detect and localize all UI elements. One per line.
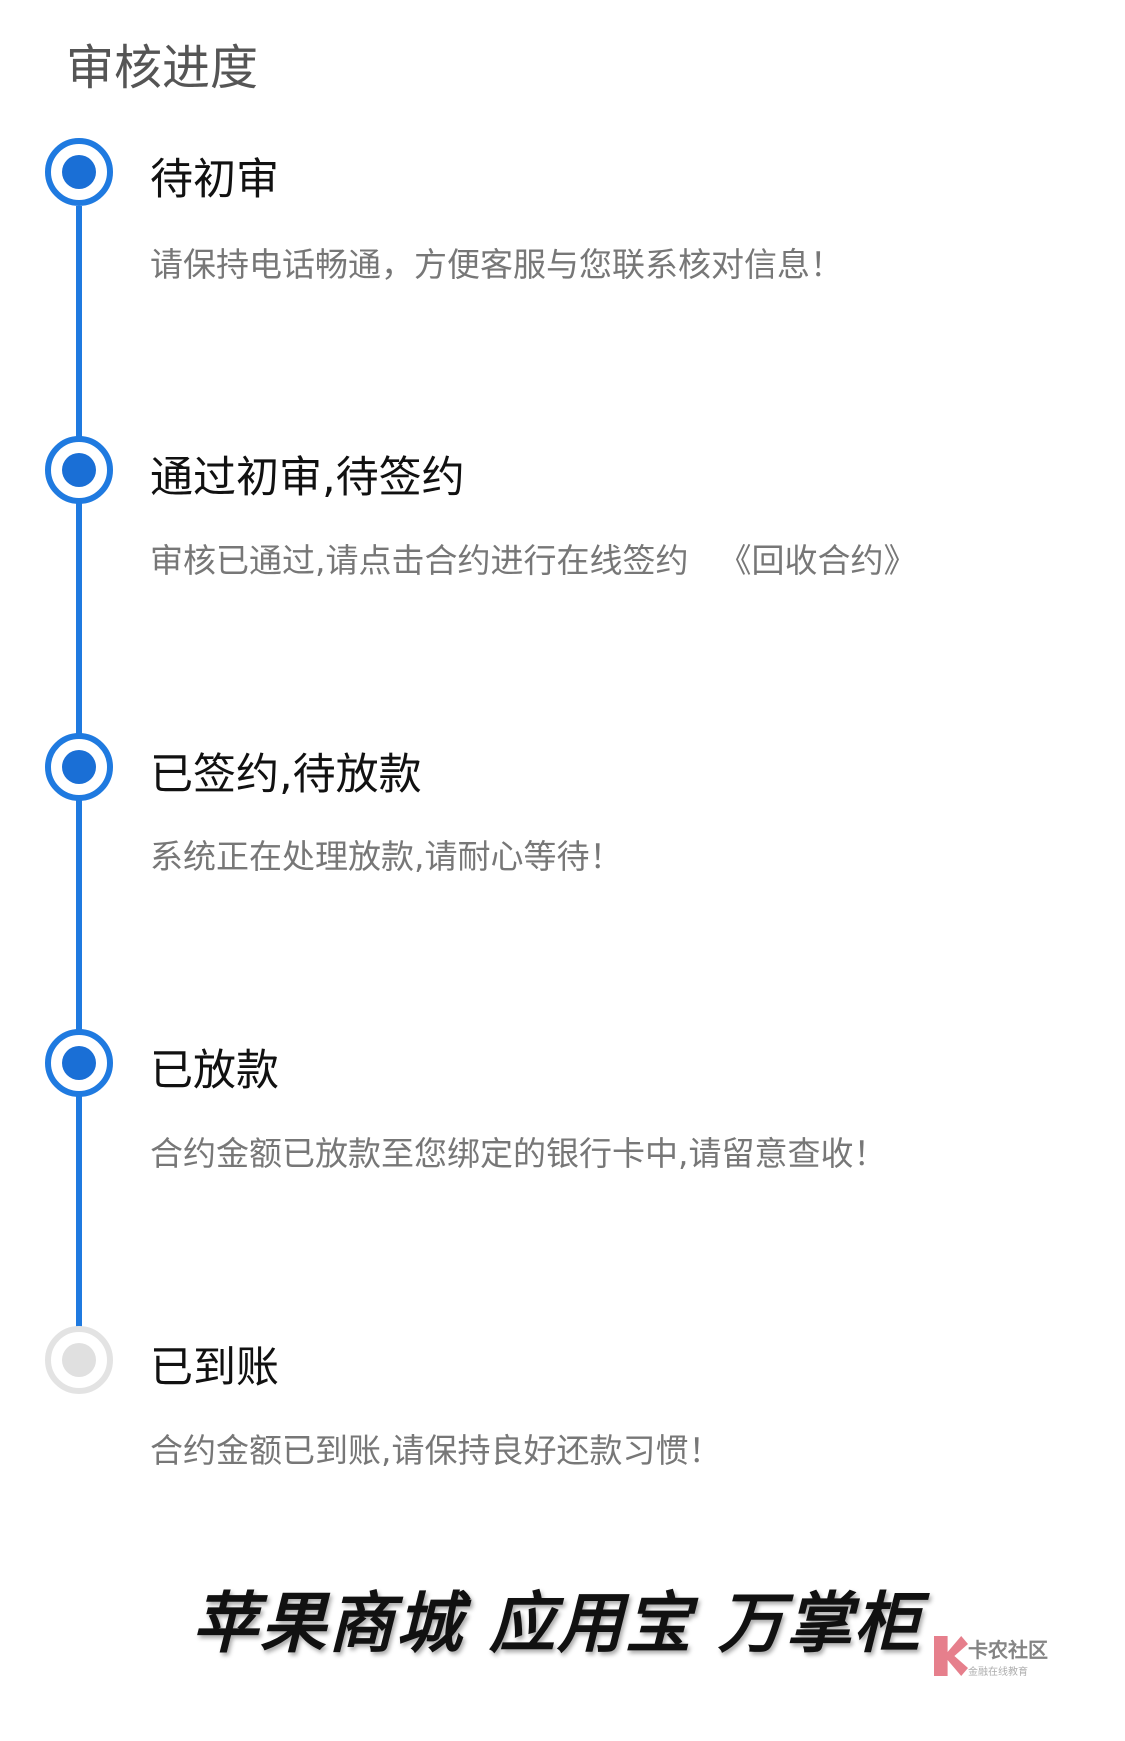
step-5-title: 已到账	[150, 1343, 279, 1393]
step-4-title: 已放款	[150, 1046, 279, 1096]
step-1-indicator-icon	[45, 138, 113, 206]
step-5-desc: 合约金额已到账,请保持良好还款习惯！	[150, 1431, 722, 1470]
step-4-indicator-icon	[45, 1029, 113, 1097]
page-title: 审核进度	[66, 40, 259, 96]
step-3-desc: 系统正在处理放款,请耐心等待！	[150, 837, 623, 876]
watermark: 卡农社区 金融在线教育	[934, 1634, 1048, 1678]
step-5-indicator-icon	[45, 1326, 113, 1394]
step-2-desc: 审核已通过,请点击合约进行在线签约	[150, 541, 689, 580]
step-3-title: 已签约,待放款	[150, 750, 422, 800]
step-1-desc: 请保持电话畅通，方便客服与您联系核对信息！	[150, 245, 843, 284]
kanong-logo-icon	[934, 1636, 968, 1676]
watermark-tagline: 金融在线教育	[968, 1667, 1028, 1678]
step-2-indicator-icon	[45, 436, 113, 504]
step-2-desc-row: 审核已通过,请点击合约进行在线签约《回收合约》	[150, 534, 917, 582]
slogan-text: 苹果商城 应用宝 万掌柜	[192, 1584, 922, 1662]
contract-link[interactable]: 《回收合约》	[718, 541, 917, 580]
step-1-title: 待初审	[150, 155, 279, 205]
step-2-title: 通过初审,待签约	[150, 453, 465, 503]
watermark-name: 卡农社区	[968, 1638, 1048, 1662]
step-3-indicator-icon	[45, 733, 113, 801]
step-4-desc: 合约金额已放款至您绑定的银行卡中,请留意查收！	[150, 1134, 887, 1173]
